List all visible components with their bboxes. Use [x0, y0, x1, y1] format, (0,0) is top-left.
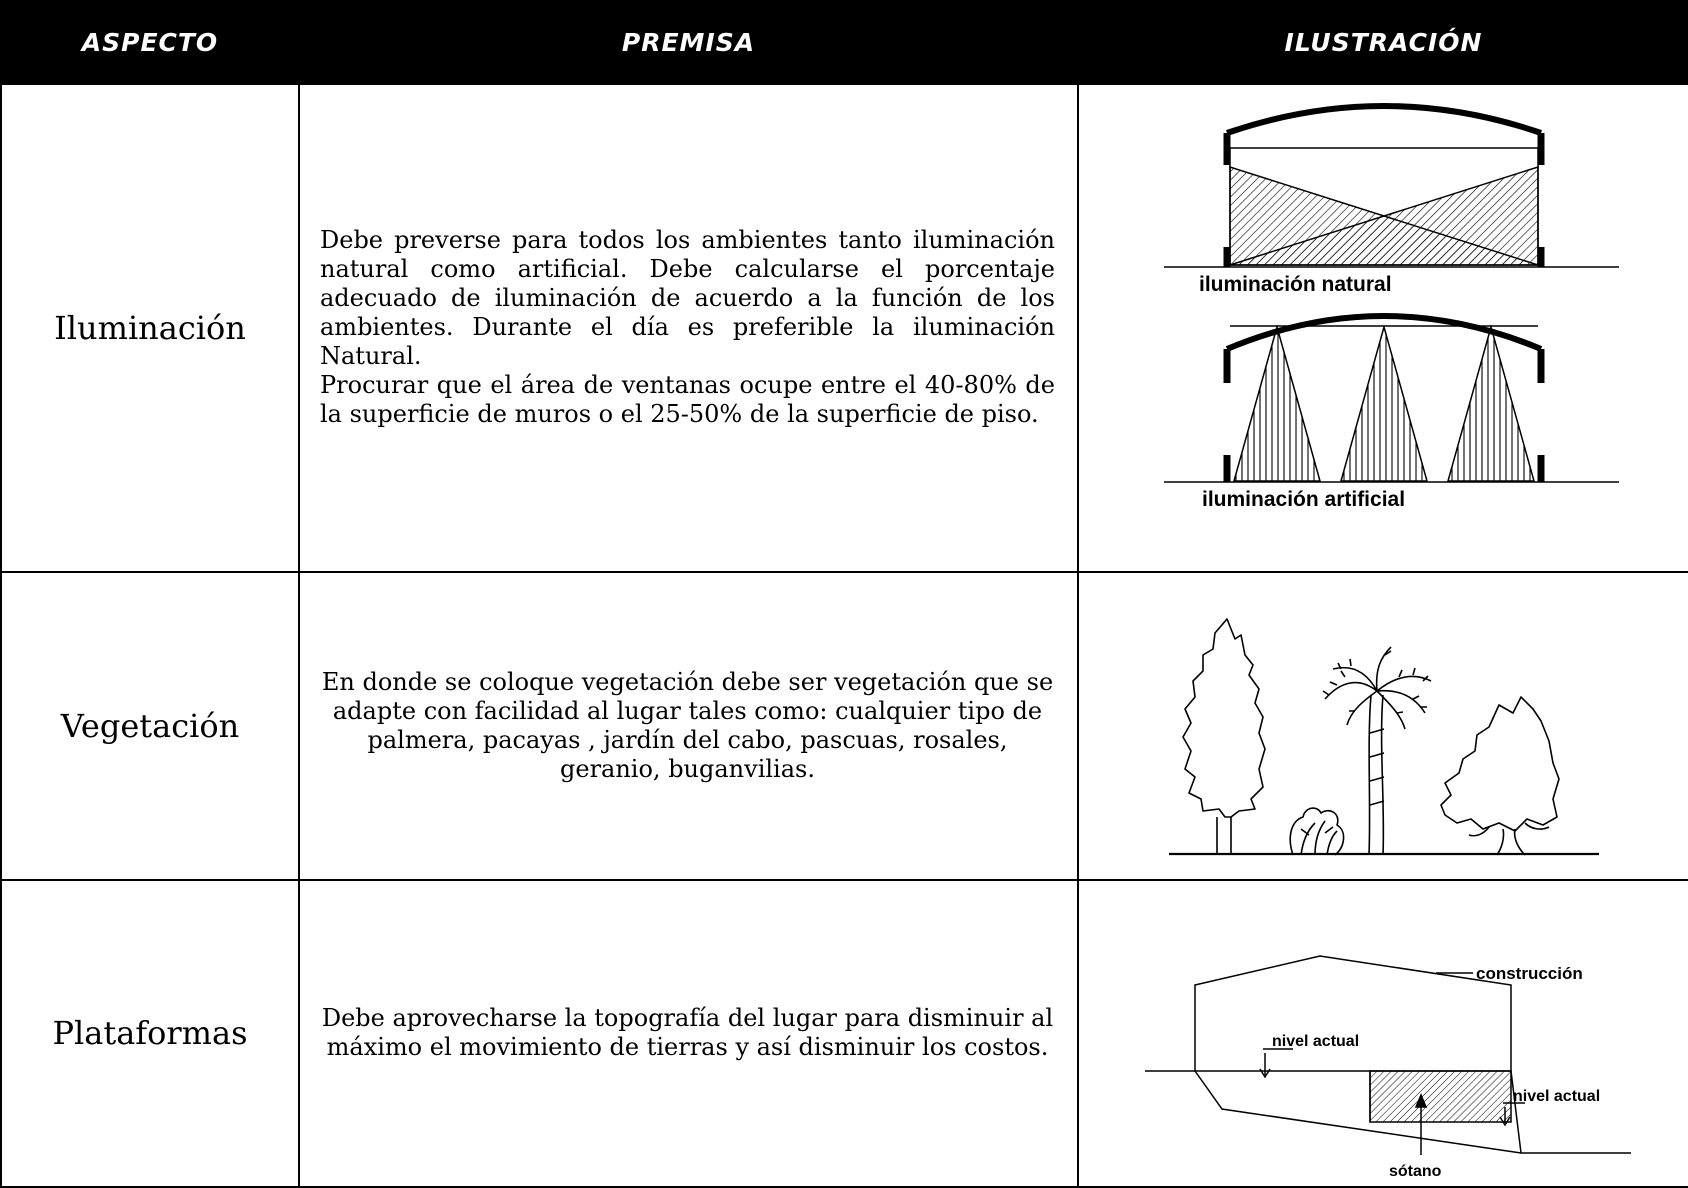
- premise-vegetation-text: En donde se coloque vegetación debe ser …: [321, 667, 1054, 783]
- aspect-platforms: Plataformas: [0, 878, 300, 1188]
- aspect-lighting: Iluminación: [0, 82, 300, 573]
- cypress-tree-icon: [1182, 617, 1266, 853]
- premise-platforms-text: Debe aprovecharse la topografía del luga…: [321, 1004, 1054, 1062]
- premise-vegetation: En donde se coloque vegetación debe ser …: [298, 570, 1079, 881]
- label-construction: construcción: [1476, 964, 1583, 983]
- table-row: Plataformas Debe aprovecharse la topogra…: [0, 878, 1688, 1188]
- natural-lighting-section: iluminación natural: [1164, 102, 1619, 296]
- aspect-vegetation: Vegetación: [0, 570, 300, 881]
- header-row: ASPECTO PREMISA ILUSTRACIÓN: [0, 0, 1688, 85]
- artificial-lighting-section: iluminación artificial: [1164, 312, 1619, 511]
- palm-tree-icon: [1322, 646, 1432, 855]
- building-outline: [1194, 955, 1512, 1071]
- table-row: Iluminación Debe preverse para todos los…: [0, 82, 1688, 573]
- premise-lighting-line-1: Debe preverse para todos los ambientes t…: [320, 226, 1055, 371]
- header-aspect: ASPECTO: [0, 0, 300, 85]
- label-current-level-1: nivel actual: [1272, 1033, 1359, 1050]
- illustration-vegetation: [1077, 570, 1688, 881]
- premise-lighting-line-2: Procurar que el área de ventanas ocupe e…: [320, 371, 1055, 429]
- illustration-lighting: iluminación natural iluminación artifici…: [1077, 82, 1688, 573]
- label-artificial-lighting: iluminación artificial: [1202, 488, 1405, 511]
- header-illustration: ILUSTRACIÓN: [1077, 0, 1688, 85]
- premise-lighting: Debe preverse para todos los ambientes t…: [298, 82, 1079, 573]
- platforms-diagram: construcción nivel actual nivel actual s…: [1145, 955, 1631, 1180]
- premise-platforms: Debe aprovecharse la topografía del luga…: [298, 878, 1079, 1188]
- vegetation-drawing: [1169, 617, 1599, 856]
- label-natural-lighting: iluminación natural: [1199, 273, 1392, 296]
- basement-area: [1369, 1070, 1512, 1123]
- broadleaf-tree-icon: [1440, 695, 1560, 856]
- label-basement: sótano: [1389, 1163, 1442, 1180]
- illustration-platforms: construcción nivel actual nivel actual s…: [1077, 878, 1688, 1188]
- shrub-icon: [1289, 807, 1345, 856]
- table-row: Vegetación En donde se coloque vegetació…: [0, 570, 1688, 881]
- header-premise: PREMISA: [298, 0, 1079, 85]
- label-current-level-2: nivel actual: [1513, 1088, 1600, 1105]
- lighting-diagram: iluminación natural iluminación artifici…: [1164, 102, 1619, 511]
